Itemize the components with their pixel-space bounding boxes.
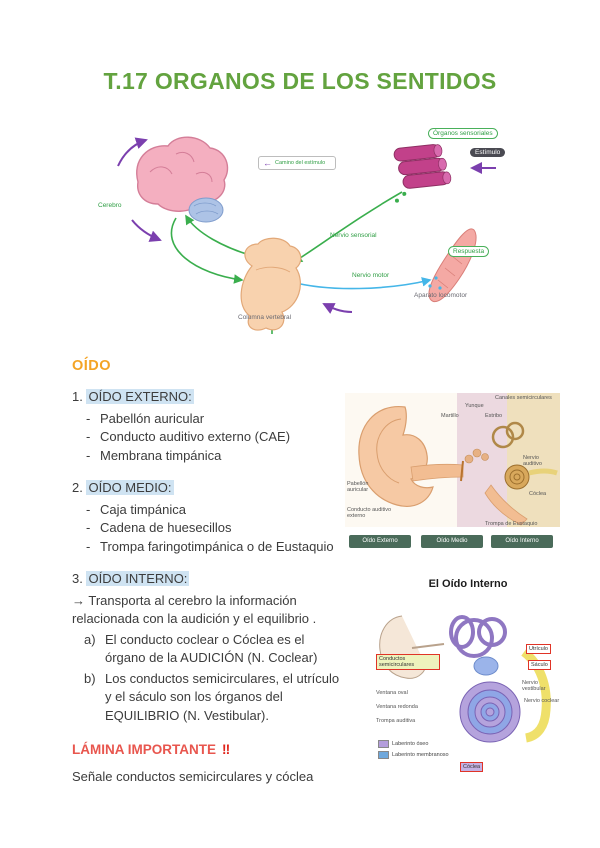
ear-illustration [345, 393, 560, 527]
list-item: Membrana timpánica [72, 447, 344, 466]
list-item: Pabellón auricular [72, 410, 344, 429]
label-trompa-auditiva: Trompa auditiva [376, 718, 416, 724]
brainstem-illustration [240, 237, 302, 331]
figure-title: El Oído Interno [428, 578, 508, 590]
muscle-illustration [428, 228, 477, 302]
label-ventana-oval: Ventana oval [376, 690, 408, 696]
figure-label-yunque: Yunque [465, 403, 484, 409]
lettered-item: a) El conducto coclear o Cóclea es el ór… [72, 631, 344, 668]
legend-label: Laberinto óseo [392, 741, 429, 747]
diagram-label-camino: Camino del estímulo [275, 160, 326, 166]
diagram-label-respuesta: Respuesta [448, 246, 490, 257]
diagram-label-cerebro: Cerebro [98, 202, 122, 209]
inner-ear-shapes [491, 421, 558, 490]
notes-column: 1. OÍDO EXTERNO: Pabellón auricular Cond… [72, 388, 344, 786]
label-ventana-redonda: Ventana redonda [376, 704, 418, 710]
subsection-oido-externo: 1. OÍDO EXTERNO: Pabellón auricular Cond… [72, 388, 344, 465]
figure-label-trompa: Trompa de Eustaquio [485, 521, 538, 527]
item-text: Los conductos semicirculares, el utrícul… [105, 670, 340, 723]
subsection-heading: 3. OÍDO INTERNO: [72, 570, 344, 589]
label-saculo: Sáculo [528, 660, 551, 670]
diagram-label-estimulo: Estímulo [470, 148, 506, 157]
legend-laberinto-oseo: Laberinto óseo [378, 740, 428, 748]
subsection-oido-interno: 3. OÍDO INTERNO: → Transporta al cerebro… [72, 570, 344, 725]
outer-ear-shape [358, 406, 464, 507]
semicircular-canals-shape [449, 615, 507, 658]
subsection-oido-medio: 2. OÍDO MEDIO: Caja timpánica Cadena de … [72, 479, 344, 556]
subsection-title: OÍDO EXTERNO: [86, 389, 194, 404]
diagram-label-organos-sensoriales: Órganos sensoriales [428, 128, 498, 139]
subsection-heading: 1. OÍDO EXTERNO: [72, 388, 344, 407]
band-oido-interno: Oído Interno [491, 535, 553, 548]
item-marker: a) [84, 631, 96, 647]
legend-swatch [378, 751, 389, 759]
subsection-heading: 2. OÍDO MEDIO: [72, 479, 344, 498]
page-title: T.17 ORGANOS DE LOS SENTIDOS [103, 68, 497, 94]
figure-label-conducto: Conducto auditivo externo [347, 507, 392, 519]
band-oido-externo: Oído Externo [349, 535, 411, 548]
list-item: Cadena de huesecillos [72, 519, 344, 538]
lettered-item: b) Los conductos semicirculares, el utrí… [72, 670, 344, 726]
label-coclea: Cóclea [460, 762, 484, 772]
lamina-importante-heading: LÁMINA IMPORTANTE‼ [72, 742, 231, 757]
list-item: Caja timpánica [72, 501, 344, 520]
item-marker: b) [84, 670, 96, 686]
figure-label-coclea: Cóclea [529, 491, 547, 497]
subsection-number: 1. [72, 389, 83, 404]
band-oido-medio: Oído Medio [421, 535, 483, 548]
diagram-stimulus-legend: ← Camino del estímulo [258, 156, 336, 170]
cochlea-shape [459, 681, 521, 743]
figure-label-canales: Canales semicirculares [495, 395, 552, 401]
nervous-system-diagram: Cerebro ← Camino del estímulo Órganos se… [0, 120, 600, 348]
section-heading-oido: OÍDO [72, 358, 112, 374]
legend-label: Laberinto membranoso [392, 752, 449, 758]
ear-anatomy-figure: Pabellón auricular Conducto auditivo ext… [345, 393, 560, 555]
label-nervio-coclear: Nervio coclear [524, 698, 560, 704]
diagram-label-nervio-sensorial: Nervio sensorial [330, 232, 377, 239]
interno-intro: → Transporta al cerebro la información r… [72, 592, 317, 627]
figure-label-estribo: Estribo [485, 413, 503, 419]
legend-swatch [378, 740, 389, 748]
figure-label-nervio-auditivo: Nervio auditivo [523, 455, 542, 467]
subsection-title: OÍDO INTERNO: [86, 571, 190, 586]
inner-ear-figure: El Oído Interno Conductos semicirculares [372, 578, 564, 786]
diagram-label-columna-vertebral: Columna vertebral [238, 314, 292, 321]
figure-label-pabellon: Pabellón auricular [347, 481, 369, 493]
figure-label-martillo: Martillo [441, 413, 459, 419]
label-utriculo: Utrículo [526, 644, 551, 654]
label-conductos-semicirculares: Conductos semicirculares [376, 654, 440, 670]
label-nervio-vestibular: Nervio vestibular [522, 680, 546, 692]
diagram-label-aparato-locomotor: Aparato locomotor [414, 292, 468, 299]
lamina-note: Señale conductos semicirculares y cóclea [72, 768, 314, 784]
list-item: Trompa faringotimpánica o de Eustaquio [72, 538, 344, 557]
left-arrow-icon: ← [263, 158, 272, 168]
subsection-number: 3. [72, 571, 83, 586]
double-exclamation-icon: ‼ [222, 742, 231, 757]
item-text: El conducto coclear o Cóclea es el órgan… [105, 631, 318, 666]
legend-laberinto-membranoso: Laberinto membranoso [378, 751, 449, 759]
list-item: Conducto auditivo externo (CAE) [72, 428, 344, 447]
diagram-illustration [117, 136, 496, 334]
flow-arrows [117, 137, 496, 314]
subsection-number: 2. [72, 480, 83, 495]
sensory-organs-illustration [393, 144, 452, 203]
brain-illustration [136, 136, 229, 223]
diagram-label-nervio-motor: Nervio motor [352, 272, 390, 279]
subsection-title: OÍDO MEDIO: [86, 480, 174, 495]
vestibule-shape [473, 656, 499, 676]
middle-ear-shapes [460, 448, 528, 526]
